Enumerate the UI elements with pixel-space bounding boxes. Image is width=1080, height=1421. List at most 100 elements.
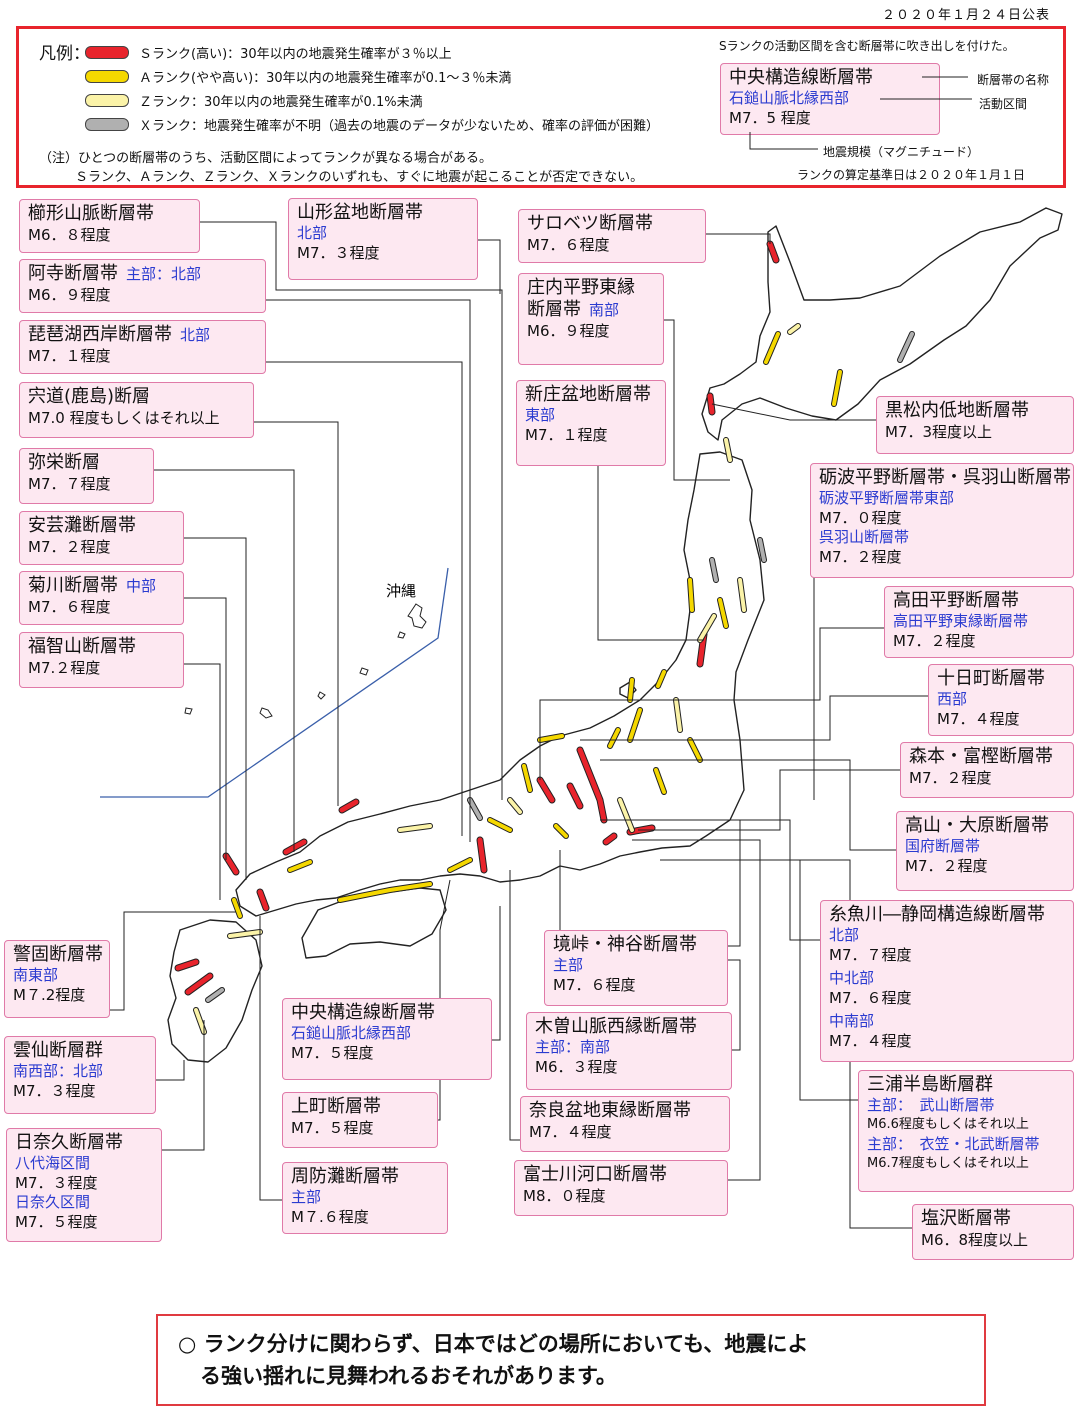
fault-magnitude: M7．６程度 (28, 598, 111, 616)
fault-section: 石鎚山脈北縁西部 (291, 1024, 412, 1042)
fault-traces (174, 240, 915, 1035)
legend-text-s: Ｓランク(高い)：30年以内の地震発生確率が３％以上 (139, 47, 452, 62)
fault-section: 主部 (553, 956, 584, 974)
callout-kuromatsunai[interactable]: 黒松内低地断層帯 M7．3程度以上 (876, 396, 1074, 454)
fault-section: 砺波平野断層帯東部 (819, 489, 955, 507)
fault-name: 菊川断層帯 (28, 575, 118, 596)
fault-magnitude: M7．２程度 (905, 857, 988, 875)
swatch-x-rank (85, 118, 129, 131)
fault-name: 周防灘断層帯 (291, 1166, 399, 1187)
callout-miura-peninsula[interactable]: 三浦半島断層群 主部： 武山断層帯 M6.6程度もしくはそれ以上 主部： 衣笠・… (858, 1070, 1074, 1192)
callout-itoigawa-shizuoka[interactable]: 糸魚川―静岡構造線断層帯 北部 M7．７程度 中北部 M7．６程度 中南部 M7… (820, 900, 1074, 1062)
fault-name: 砺波平野断層帯・呉羽山断層帯 (819, 467, 1071, 488)
fault-magnitude: M7．４程度 (529, 1123, 612, 1141)
fault-name: 庄内平野東縁 (527, 277, 635, 298)
fault-name: 山形盆地断層帯 (297, 202, 423, 223)
swatch-a-rank (85, 70, 129, 83)
s-rank-faults (175, 241, 779, 995)
label-name: 断層帯の名称 (977, 73, 1050, 87)
fault-magnitude: M6．３程度 (535, 1058, 618, 1076)
callout-hinagu[interactable]: 日奈久断層帯 八代海区間 M7．３程度 日奈久区間 M7．５程度 (6, 1128, 162, 1242)
callout-shonai-plain[interactable]: 庄内平野東縁 断層帯南部 M6．９程度 (518, 273, 664, 365)
legend-leader-lines (749, 76, 972, 150)
legend-text-a: Ａランク(やや高い)：30年以内の地震発生確率が0.1～３％未満 (139, 71, 512, 86)
fault-magnitude: M7．４程度 (829, 1032, 912, 1050)
fault-name: 琵琶湖西岸断層帯 (28, 324, 172, 345)
callout-kego[interactable]: 警固断層帯 南東部 M７.2程度 (4, 940, 110, 1018)
fault-magnitude: M7．６程度 (527, 236, 610, 254)
callout-akinada[interactable]: 安芸灘断層帯 M7．２程度 (19, 511, 184, 565)
callout-takada-plain[interactable]: 高田平野断層帯 高田平野東縁断層帯 M7．２程度 (884, 586, 1074, 658)
fault-magnitude: M7．７程度 (829, 946, 912, 964)
fault-name: 警固断層帯 (13, 944, 103, 965)
fault-magnitude: M7．４程度 (937, 710, 1020, 728)
callout-kiso-west[interactable]: 木曽山脈西縁断層帯 主部：南部 M6．３程度 (526, 1012, 732, 1090)
callout-yasaka[interactable]: 弥栄断層 M7．７程度 (19, 448, 154, 504)
fault-section: 主部：南部 (535, 1038, 611, 1056)
fault-magnitude: M7．１程度 (28, 347, 111, 365)
okinawa-islands (184, 603, 427, 719)
fault-name-line2: 断層帯 (527, 299, 581, 320)
callout-tokamachi[interactable]: 十日町断層帯 西部 M7．４程度 (928, 664, 1074, 736)
callout-tonami-kurehayama[interactable]: 砺波平野断層帯・呉羽山断層帯 砺波平野断層帯東部 M7．０程度 呉羽山断層帯 M… (810, 463, 1074, 578)
z-rank-faults (194, 324, 800, 1034)
callout-median-tectonic-line[interactable]: 中央構造線断層帯 石鎚山脈北縁西部 M7．５程度 (282, 998, 492, 1080)
fault-name: 櫛形山脈断層帯 (28, 203, 154, 224)
callout-morimoto-togashi[interactable]: 森本・富樫断層帯 M7．２程度 (900, 742, 1074, 798)
fault-name: 高田平野断層帯 (893, 590, 1019, 611)
hokkaido (701, 207, 1063, 441)
fault-magnitude: M6．９程度 (527, 322, 610, 340)
fault-name: サロベツ断層帯 (527, 213, 653, 234)
callout-shinji[interactable]: 宍道(鹿島)断層 M7.0 程度もしくはそれ以上 (19, 382, 254, 438)
fault-magnitude: M7．3程度以上 (885, 423, 993, 441)
callout-sarobetsu[interactable]: サロベツ断層帯 M7．６程度 (518, 209, 706, 263)
fault-magnitude: M7.0 程度もしくはそれ以上 (28, 409, 220, 427)
label-section: 活動区間 (979, 97, 1028, 111)
callout-atera[interactable]: 阿寺断層帯主部：北部 M6．９程度 (19, 259, 266, 313)
fault-name: 境峠・神谷断層帯 (553, 934, 697, 955)
fault-section: 主部： 武山断層帯 (867, 1096, 995, 1114)
swatch-z-rank (85, 94, 129, 107)
fault-name: 中央構造線断層帯 (291, 1002, 435, 1023)
fault-section: 北部 (829, 926, 860, 944)
fault-magnitude: M7．５程度 (291, 1044, 374, 1062)
example-name: 中央構造線断層帯 (729, 67, 873, 88)
callout-unzen[interactable]: 雲仙断層群 南西部：北部 M7．３程度 (4, 1036, 156, 1114)
callout-kikugawa[interactable]: 菊川断層帯中部 M7．６程度 (19, 571, 184, 625)
fault-name: 糸魚川―静岡構造線断層帯 (829, 904, 1045, 925)
fault-magnitude: M7．３程度 (13, 1082, 96, 1100)
legend-row-a: Ａランク(やや高い)：30年以内の地震発生確率が0.1～３％未満 (85, 67, 511, 86)
fault-magnitude: M7.２程度 (28, 659, 101, 677)
callout-sakaitoge-kamitani[interactable]: 境峠・神谷断層帯 主部 M7．６程度 (544, 930, 728, 1006)
fault-section: 高田平野東縁断層帯 (893, 612, 1029, 630)
fault-magnitude: M7．６程度 (553, 976, 636, 994)
callout-biwako-west[interactable]: 琵琶湖西岸断層帯北部 M7．１程度 (19, 320, 266, 374)
callout-fujikawa-estuary[interactable]: 富士川河口断層帯 M8．０程度 (514, 1160, 728, 1216)
okinawa-label: 沖縄 (386, 582, 416, 600)
callout-uemachi[interactable]: 上町断層帯 M7．５程度 (282, 1092, 438, 1148)
legend-row-z: Ｚランク：30年以内の地震発生確率が0.1%未満 (85, 91, 423, 110)
x-rank-faults (206, 332, 914, 1002)
fault-section: 中部 (126, 577, 157, 595)
legend-row-s: Ｓランク(高い)：30年以内の地震発生確率が３％以上 (85, 43, 452, 62)
fault-magnitude: M7．２程度 (909, 769, 992, 787)
callout-takayama-ohara[interactable]: 高山・大原断層帯 国府断層帯 M7．２程度 (896, 811, 1074, 891)
callout-fukuchiyama[interactable]: 福智山断層帯 M7.２程度 (19, 632, 184, 688)
fault-magnitude: M6．９程度 (28, 286, 111, 304)
fault-name: 三浦半島断層群 (867, 1074, 993, 1095)
fault-section: 呉羽山断層帯 (819, 528, 910, 546)
callout-yamagata-basin[interactable]: 山形盆地断層帯 北部 M7．３程度 (288, 198, 478, 280)
callout-shiozawa[interactable]: 塩沢断層帯 M6．8程度以上 (912, 1204, 1074, 1260)
fault-magnitude: M7．３程度 (15, 1174, 98, 1192)
fault-magnitude: M6.7程度もしくはそれ以上 (867, 1156, 1029, 1171)
callout-kushigatayama[interactable]: 櫛形山脈断層帯 M6．８程度 (19, 199, 200, 253)
callout-nara-basin-east[interactable]: 奈良盆地東縁断層帯 M7．４程度 (520, 1096, 730, 1152)
publication-date: ２０２０年１月２４日公表 (881, 8, 1050, 23)
fault-name: 奈良盆地東縁断層帯 (529, 1100, 691, 1121)
fault-section: 北部 (297, 224, 328, 242)
callout-shinjo-basin[interactable]: 新庄盆地断層帯 東部 M7．１程度 (516, 380, 666, 466)
fault-name: 富士川河口断層帯 (523, 1164, 667, 1185)
fault-magnitude: M7．２程度 (893, 632, 976, 650)
callout-suonada[interactable]: 周防灘断層帯 主部 M７.６程度 (282, 1162, 448, 1234)
fault-section: 主部 (291, 1188, 322, 1206)
